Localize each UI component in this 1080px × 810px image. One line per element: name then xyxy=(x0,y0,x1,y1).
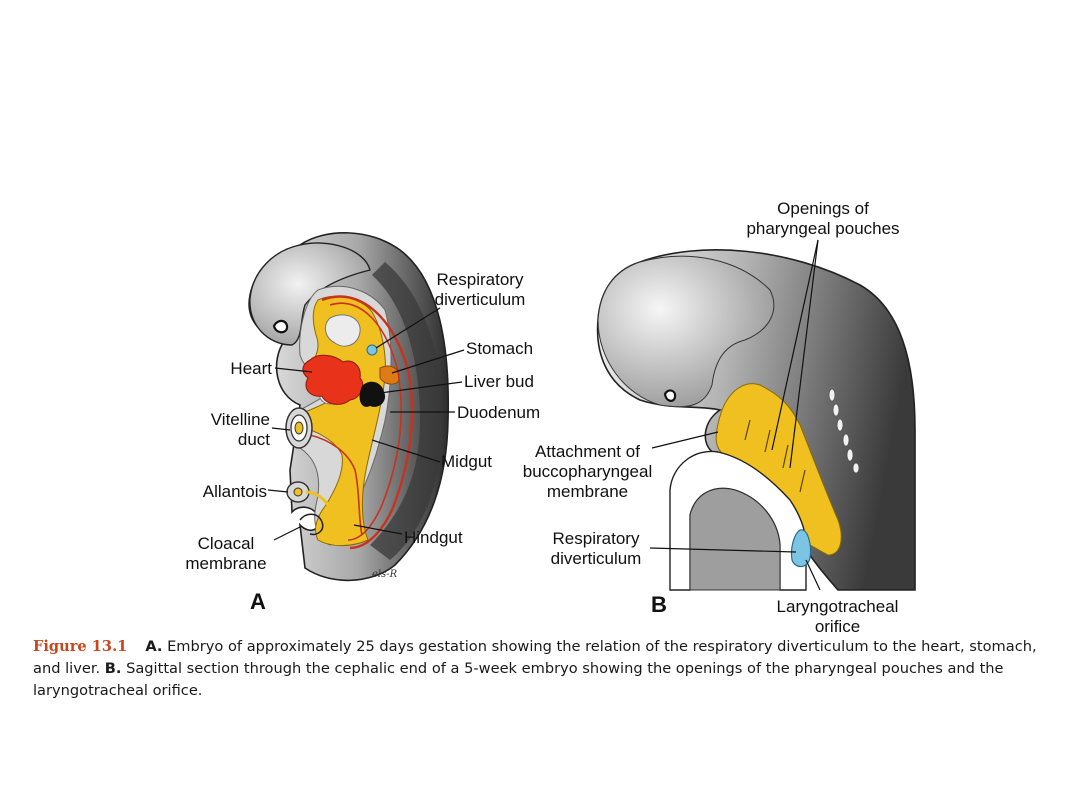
embryo-a-vitelline-duct xyxy=(285,407,313,449)
figure-caption: Figure 13.1 A. Embryo of approximately 25… xyxy=(33,636,1058,702)
label-laryngotracheal-orifice: Laryngotracheal orifice xyxy=(776,597,899,636)
leader-lines-a xyxy=(267,307,465,541)
embryo-a-vitelline-vessel xyxy=(309,434,363,536)
embryo-a-respiratory-diverticulum xyxy=(366,344,378,356)
caption-b-text: Sagittal section through the cephalic en… xyxy=(33,660,1004,699)
label-vitelline-duct: Vitelline duct xyxy=(210,410,270,449)
panel-label-b: B xyxy=(651,592,667,617)
label-respiratory-diverticulum-b: Respiratory diverticulum xyxy=(550,529,642,568)
embryo-a-stomach xyxy=(379,365,400,385)
label-midgut: Midgut xyxy=(441,452,493,471)
caption-b-label: B. xyxy=(104,660,122,677)
artist-signature: els-R xyxy=(372,569,398,580)
embryo-b-eye xyxy=(663,389,677,402)
embryo-b xyxy=(596,249,916,591)
embryo-b-head xyxy=(597,255,775,408)
label-heart: Heart xyxy=(230,359,272,378)
embryo-a-cloaca xyxy=(299,513,324,536)
label-openings-pharyngeal-pouches: Openings of pharyngeal pouches xyxy=(746,199,900,238)
embryo-a-allantois xyxy=(286,481,340,521)
label-hindgut: Hindgut xyxy=(404,528,463,547)
embryo-a-pharynx xyxy=(324,314,361,347)
label-liver-bud: Liver bud xyxy=(464,372,534,391)
label-respiratory-diverticulum-a: Respiratory diverticulum xyxy=(434,270,526,309)
panel-label-a: A xyxy=(250,589,266,614)
embryo-b-pouch-marks xyxy=(744,419,806,493)
label-allantois: Allantois xyxy=(202,482,267,501)
caption-a-label: A. xyxy=(145,638,163,655)
caption-a-text: Embryo of approximately 25 days gestatio… xyxy=(33,638,1037,677)
label-cloacal-membrane: Cloacal membrane xyxy=(185,534,267,573)
embryo-a-liver-bud xyxy=(359,381,386,407)
figure-number: Figure 13.1 xyxy=(33,638,128,655)
label-duodenum: Duodenum xyxy=(457,403,541,422)
label-stomach: Stomach xyxy=(466,339,534,358)
embryo-a xyxy=(248,232,450,582)
embryo-b-surface-grooves xyxy=(828,388,860,474)
embryo-a-eye xyxy=(272,319,289,334)
embryo-a-heart xyxy=(302,354,364,405)
embryo-a-vessel-inner xyxy=(329,302,402,541)
embryo-a-dorsal-band xyxy=(370,262,443,560)
embryo-b-mesoderm xyxy=(689,487,781,591)
leader-lines-b xyxy=(649,239,821,591)
label-attachment-buccopharyngeal: Attachment of buccopharyngeal membrane xyxy=(522,442,653,501)
embryo-b-respiratory-diverticulum xyxy=(790,529,812,568)
